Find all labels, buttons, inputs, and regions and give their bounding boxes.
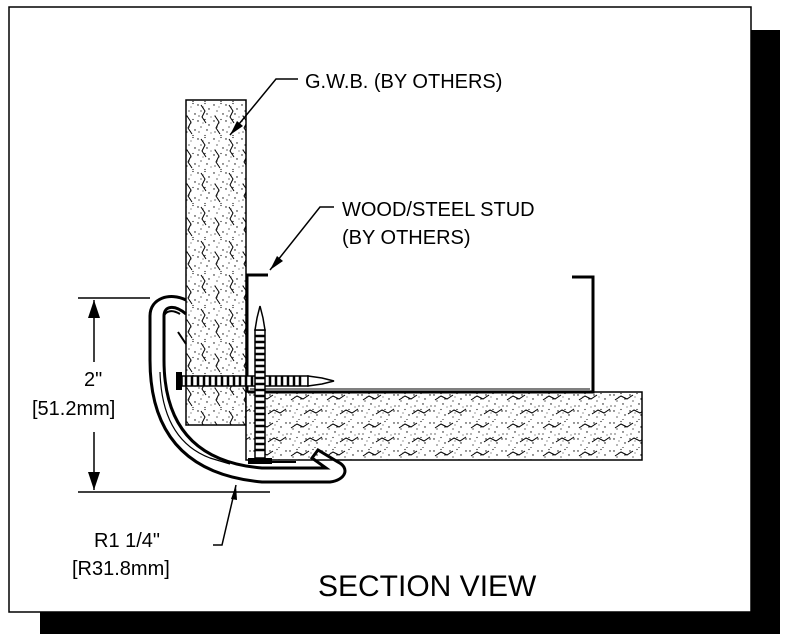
height-imperial: 2" xyxy=(84,369,102,391)
radius-metric: [R31.8mm] xyxy=(72,558,170,580)
gwb-vertical xyxy=(185,99,247,426)
stud-leader xyxy=(269,206,334,271)
radius-leader xyxy=(213,484,237,546)
screw-horizontal xyxy=(176,372,335,390)
gwb-horizontal xyxy=(245,391,643,461)
dim-arrow-top xyxy=(88,300,100,318)
guard-clip xyxy=(159,371,231,465)
corner-guard xyxy=(148,295,347,484)
view-title: SECTION VIEW xyxy=(318,570,537,603)
gwb-leader xyxy=(229,78,298,136)
stud-label-line1: WOOD/STEEL STUD xyxy=(342,199,535,221)
stud-label-line2: (BY OTHERS) xyxy=(342,227,471,249)
steel-stud xyxy=(245,273,595,394)
gwb-label: G.W.B. (BY OTHERS) xyxy=(305,71,502,93)
screw-vertical xyxy=(248,305,272,464)
radius-imperial: R1 1/4" xyxy=(94,530,160,552)
dim-arrow-bottom xyxy=(88,472,100,490)
height-metric: [51.2mm] xyxy=(32,398,115,420)
sheet-border xyxy=(8,6,752,613)
stud-leader-arrow xyxy=(270,256,283,270)
gwb-leader-arrow xyxy=(230,121,243,135)
